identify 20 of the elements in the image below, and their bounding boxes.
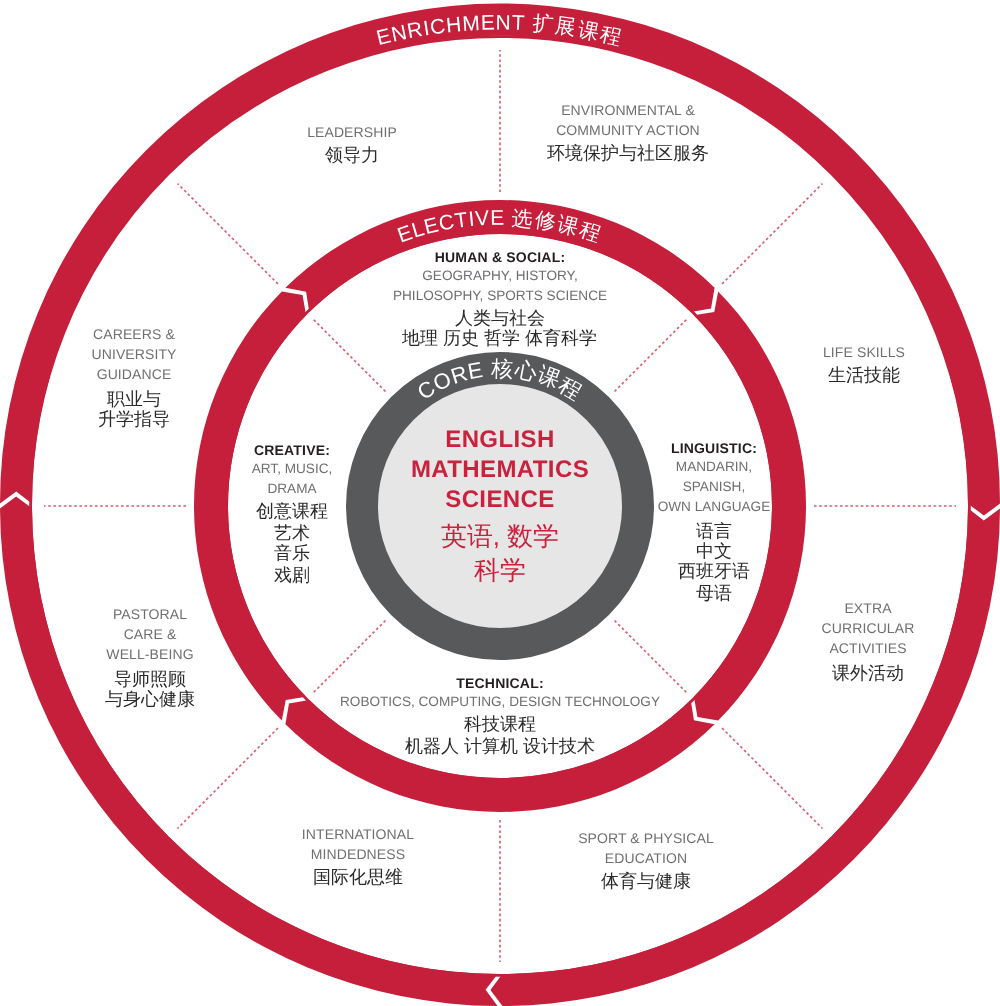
translation-label: 环境保护与社区服务 (547, 144, 709, 165)
translation-label: 课外活动 (832, 662, 904, 683)
translation-label: 人类与社会 (455, 307, 545, 328)
translation-label: 英语, 数学科学 (440, 521, 560, 587)
translation-label: 体育与健康 (601, 872, 691, 893)
translation-label: 语言 (696, 520, 732, 540)
translation-label: 导师照顾与身心健康 (105, 667, 195, 710)
translation-label: 职业与升学指导 (98, 387, 170, 430)
translation-label: 中文西班牙语母语 (678, 540, 750, 604)
translation-label: 艺术音乐戏剧 (274, 522, 310, 586)
translation-label: 领导力 (325, 145, 379, 167)
translation-label: 地理 历史 哲学 体育科学 (402, 328, 598, 350)
translation-label: 生活技能 (828, 365, 900, 387)
ring-title: ENRICHMENT 扩展课程 (374, 11, 626, 52)
ring-title: ELECTIVE 选修课程 (394, 206, 606, 249)
translation-label: 科技课程 (464, 714, 536, 736)
core-subjects: ENGLISH MATHEMATICS SCIENCE (410, 425, 590, 515)
translation-label: 机器人 计算机 设计技术 (404, 735, 595, 756)
translation-label: 国际化思维 (313, 868, 403, 889)
translation-label: 创意课程 (256, 501, 328, 523)
